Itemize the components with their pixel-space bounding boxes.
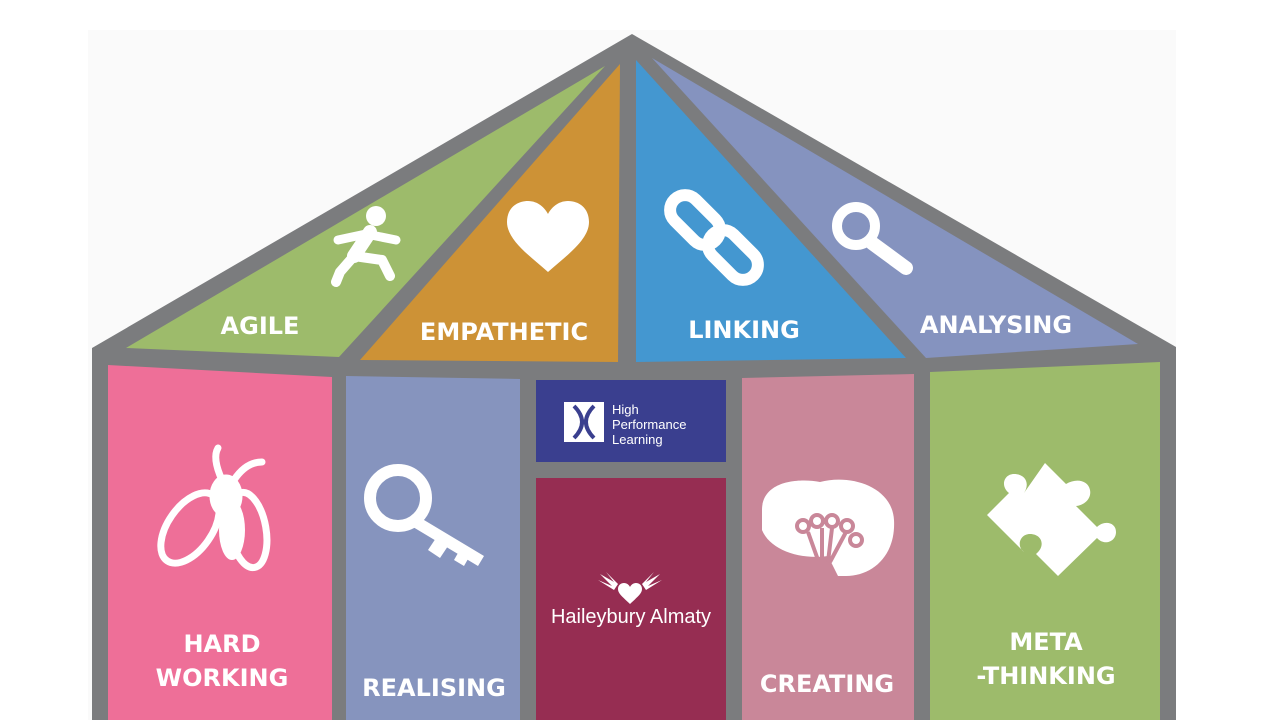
hpl-line1: High bbox=[612, 402, 639, 417]
roof-panel-empathetic bbox=[360, 64, 620, 362]
brain-icon bbox=[762, 479, 895, 576]
school-name: Haileybury Almaty bbox=[551, 606, 711, 628]
analysing-label: ANALYSING bbox=[920, 311, 1072, 339]
meta-label-line1: META bbox=[1009, 628, 1083, 656]
roof-panel-linking bbox=[636, 60, 906, 362]
key-icon bbox=[364, 464, 484, 566]
bee-icon bbox=[157, 444, 271, 572]
winged-heart-icon bbox=[598, 572, 662, 604]
realising-label: REALISING bbox=[362, 674, 506, 702]
magnifying-glass-icon bbox=[832, 202, 913, 275]
puzzle-piece-icon bbox=[987, 463, 1116, 576]
hpl-line2: Performance bbox=[612, 417, 686, 432]
running-person-icon bbox=[331, 206, 401, 287]
meta-label-line2: -THINKING bbox=[976, 662, 1115, 690]
hpl-logo-mark bbox=[564, 402, 604, 442]
agile-label: AGILE bbox=[221, 312, 300, 340]
roof-panel-agile bbox=[126, 66, 605, 357]
linking-label: LINKING bbox=[688, 316, 800, 344]
hard-label-line2: WORKING bbox=[156, 664, 289, 692]
creating-label: CREATING bbox=[760, 670, 894, 698]
heart-icon bbox=[507, 201, 589, 272]
roof-panel-analysing bbox=[652, 58, 1138, 358]
chain-link-icon bbox=[664, 189, 764, 286]
wall-panel-hard-working bbox=[108, 365, 332, 720]
empathetic-label: EMPATHETIC bbox=[420, 318, 588, 346]
hpl-line3: Learning bbox=[612, 432, 663, 447]
hard-label-line1: HARD bbox=[183, 630, 260, 658]
